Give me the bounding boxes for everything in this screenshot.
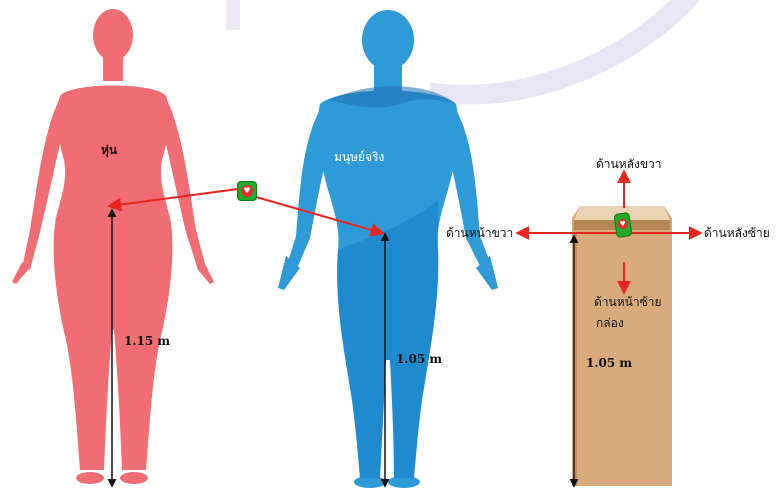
watermark-arc xyxy=(430,0,700,104)
mannequin-height-label: 1.15 m xyxy=(124,334,170,348)
box-left-label: ด้านหน้าขวา xyxy=(446,226,513,240)
heart-rate-sensor-icon: ♥ xyxy=(238,182,256,200)
box-top-label: ด้านหลังขวา xyxy=(596,157,662,171)
box-height-label: 1.05 m xyxy=(586,356,632,370)
box-sensor-icon: ♥ xyxy=(615,213,632,237)
mannequin-figure xyxy=(12,9,214,484)
box-front-label: ด้านหน้าซ้าย xyxy=(594,295,662,309)
human-label: มนุษย์จริง xyxy=(334,150,384,164)
box-label: กล่อง xyxy=(596,316,624,330)
human-figure xyxy=(278,10,498,488)
box-right-label: ด้านหลังซ้าย xyxy=(704,226,770,240)
watermark-bar xyxy=(226,0,240,30)
human-height-label: 1.05 m xyxy=(396,352,442,366)
mannequin-label: หุ่น xyxy=(101,143,117,157)
box-figure xyxy=(572,206,672,486)
